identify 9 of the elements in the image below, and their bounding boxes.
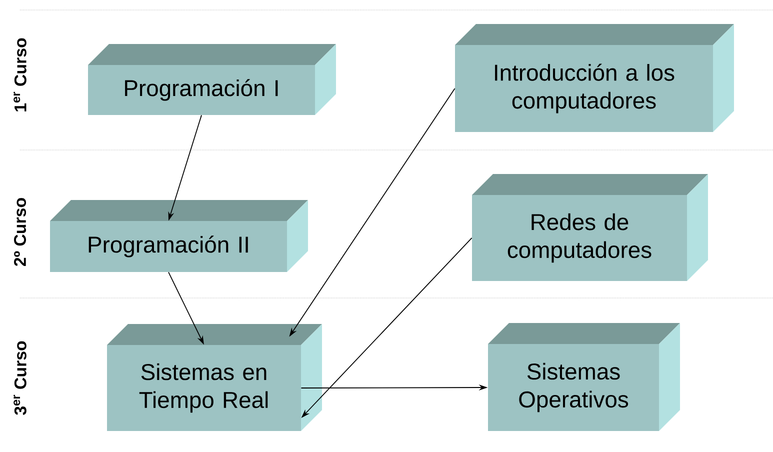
year-label: 1$^{er}$ Curso xyxy=(14,38,26,112)
block-box: Programación I xyxy=(88,44,336,115)
year-label: 3$^{er}$ Curso xyxy=(14,341,26,415)
block-box: Redes de computadores xyxy=(472,174,708,281)
year-label: 2º Curso xyxy=(14,198,26,266)
block-box: Programación II xyxy=(50,200,308,272)
block-box: Sistemas en Tiempo Real xyxy=(107,324,322,431)
block-box: Introducción a los computadores xyxy=(455,24,734,132)
block-box: Sistemas Operativos xyxy=(488,323,680,431)
